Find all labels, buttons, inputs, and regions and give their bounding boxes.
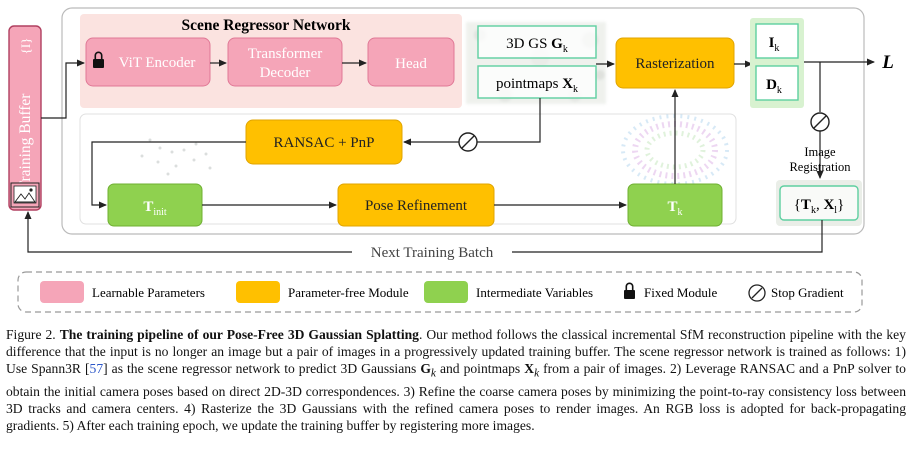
training-buffer-braces: {I}: [18, 38, 33, 55]
figure-caption: Figure 2. The training pipeline of our P…: [6, 326, 906, 434]
image-icon: [10, 182, 40, 208]
rendered-image-label: Ik: [769, 35, 780, 54]
pose-refinement-label: Pose Refinement: [365, 198, 468, 214]
caption-math-g-sub: k: [430, 367, 436, 380]
transformer-decoder-label-2: Decoder: [260, 65, 311, 81]
training-buffer-label: Training Buffer: [17, 93, 34, 191]
network-title: Scene Regressor Network: [181, 17, 350, 34]
registration-output-label: {Tk, Xl}: [794, 197, 845, 216]
vit-encoder-label: ViT Encoder: [119, 55, 196, 71]
image-registration-label-2: Registration: [789, 160, 851, 174]
tk-label: Tk: [667, 199, 682, 218]
caption-text-1: . Our method follows the classical incre…: [6, 327, 906, 376]
rasterization-box: [615, 37, 735, 89]
pointmaps-output-label: pointmaps Xk: [496, 76, 578, 95]
arrow-ransac-to-tinit: [91, 141, 246, 209]
next-training-batch-bg: [352, 243, 512, 261]
rendered-image-box: [755, 23, 799, 59]
rendered-depth-label: Dk: [766, 77, 782, 96]
legend-fixed-module-label: Fixed Module: [644, 285, 718, 300]
rendered-depth-box: [755, 65, 799, 101]
legend-swatch-intermediate: [424, 281, 468, 303]
legend-intermediate-label: Intermediate Variables: [476, 285, 593, 300]
caption-math-g: G: [420, 361, 431, 376]
caption-text-3: and pointmaps: [435, 361, 525, 376]
arrow-pointmaps-to-ransac: [403, 98, 541, 146]
registration-output-box: [779, 185, 859, 221]
vit-encoder-box: [85, 37, 211, 87]
ransac-pnp-label: RANSAC + PnP: [274, 135, 375, 151]
t-init-label: Tinit: [143, 199, 167, 218]
legend-swatch-parameter-free: [236, 281, 280, 303]
pipeline-diagram: Scene Regressor Network Training Buffer …: [8, 7, 894, 313]
legend-swatch-learnable: [40, 281, 84, 303]
next-training-batch-label: Next Training Batch: [371, 245, 494, 261]
caption-math-x: X: [524, 361, 535, 376]
t-init-box: [107, 183, 203, 227]
pipeline-frame: [61, 7, 865, 235]
transformer-decoder-label-1: Transformer: [248, 46, 322, 62]
legend-frame: [17, 271, 863, 313]
pose-graph-texture-left: [140, 138, 212, 176]
legend-stop-gradient-label: Stop Gradient: [771, 285, 844, 300]
caption-text-2: ] as the scene regressor network to pred…: [103, 361, 421, 376]
transformer-decoder-box: [227, 37, 343, 87]
image-registration-label-1: Image: [804, 145, 836, 159]
stop-gradient-icon: [458, 132, 478, 152]
caption-title: The training pipeline of our Pose-Free 3…: [59, 327, 419, 342]
legend-stop-gradient-icon: [748, 284, 766, 302]
head-box: [367, 37, 455, 87]
stop-gradient-icon-registration: [810, 112, 830, 132]
caption-text-4: from a pair of images. 2) Leverage RANSA…: [6, 361, 906, 433]
gaussians-output-box: [477, 25, 597, 59]
legend-parameter-free-label: Parameter-free Module: [288, 285, 409, 300]
loss-label: L: [881, 52, 894, 73]
caption-reference-link[interactable]: 57: [89, 361, 104, 376]
legend-learnable-label: Learnable Parameters: [92, 285, 205, 300]
pointmaps-output-box: [477, 65, 597, 99]
arrow-buffer-to-encoder: [41, 59, 85, 119]
head-label: Head: [395, 56, 427, 72]
caption-figure-number: Figure 2.: [6, 327, 56, 342]
legend-lock-icon: [624, 282, 635, 299]
rasterization-label: Rasterization: [635, 56, 715, 72]
caption-math-x-sub: k: [534, 367, 540, 380]
lock-icon: [93, 51, 104, 68]
gaussians-output-label: 3D GS Gk: [506, 36, 568, 55]
